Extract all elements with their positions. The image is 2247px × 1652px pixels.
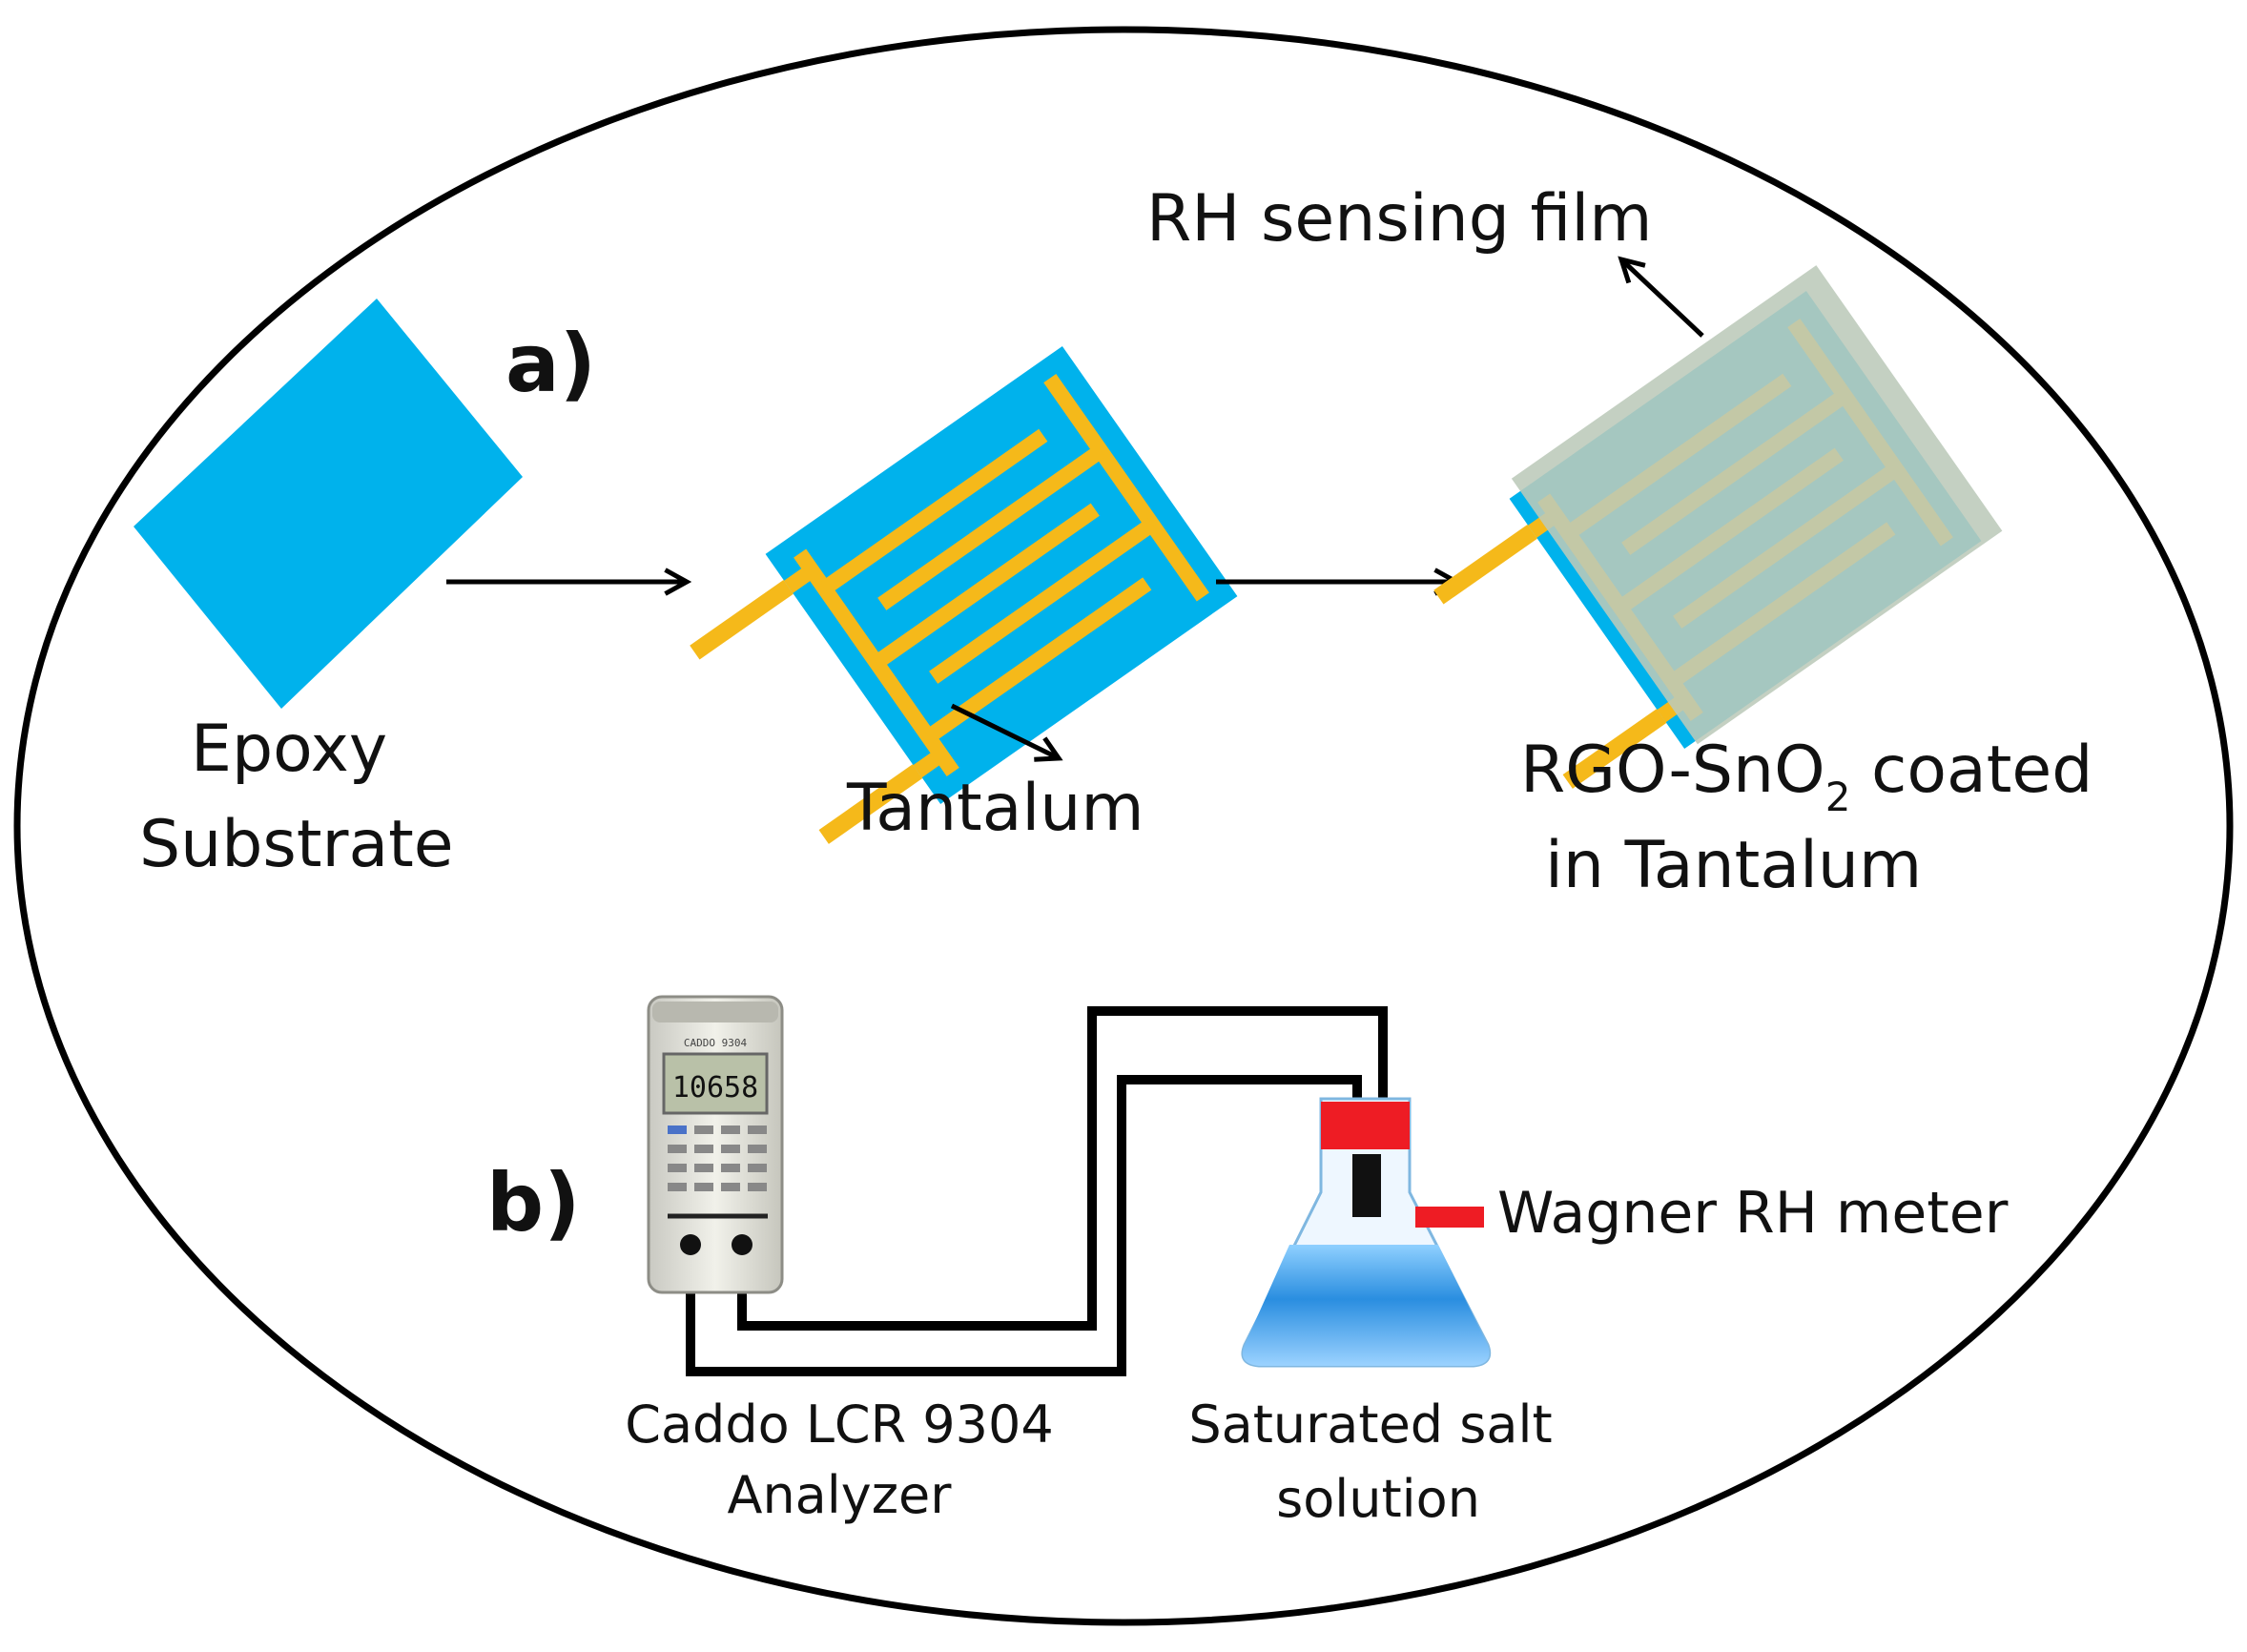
wagner-meter-marker [1415, 1207, 1484, 1228]
analyzer-label-line2: Analyzer [728, 1465, 953, 1525]
rgo-coated-label-line1: RGO-SnO2 coated [1520, 733, 2092, 820]
meter-display-readout: 10658 [672, 1071, 758, 1105]
tantalum-label: Tantalum [846, 771, 1144, 846]
salt-solution-label-line2: solution [1276, 1469, 1480, 1529]
meter-brand-text: CADDO 9304 [684, 1037, 748, 1049]
outer-ellipse-frame [13, 26, 2234, 1626]
caddo-lcr-meter: CADDO 9304 10658 [647, 995, 784, 1294]
flask-stopper [1321, 1102, 1410, 1149]
panel-label-a: a) [505, 317, 596, 410]
analyzer-label-line1: Caddo LCR 9304 [625, 1394, 1053, 1455]
epoxy-substrate-square [134, 299, 523, 709]
rh-probe [1352, 1154, 1381, 1217]
panel-label-b: b) [486, 1156, 581, 1249]
rgo-sno2-coated-device [1433, 265, 2003, 789]
salt-solution-label-line1: Saturated salt [1188, 1394, 1552, 1455]
rh-sensing-film-label: RH sensing film [1146, 181, 1653, 257]
wagner-rh-meter-label: Wagner RH meter [1497, 1180, 2009, 1247]
erlenmeyer-flask [1241, 1097, 1492, 1368]
epoxy-label-line2: Substrate [139, 807, 454, 882]
rgo-coated-label-line2: in Tantalum [1545, 828, 1922, 903]
connecting-wires [686, 1006, 1388, 1376]
rh-film-pointer-arrow [1621, 259, 1704, 338]
tantalum-pointer-arrow [950, 703, 1059, 758]
epoxy-label-line1: Epoxy [191, 712, 387, 787]
